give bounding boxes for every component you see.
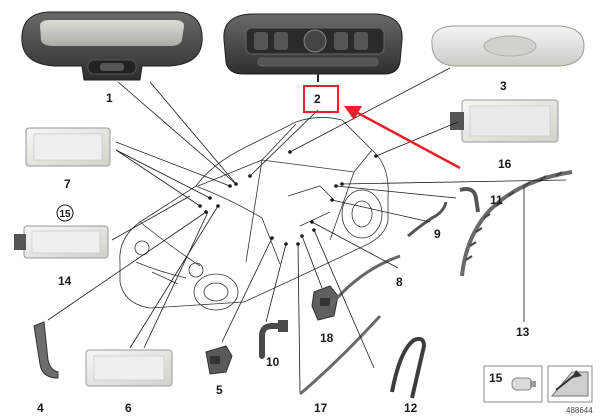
part-11-cable [459,187,480,213]
callout-5: 5 [216,383,223,397]
callout-2: 2 [314,92,321,106]
page-corner-icon [547,365,593,403]
part-2-roof-switch-panel [223,13,403,82]
callout-3: 3 [500,79,507,93]
highlight-box [303,85,339,113]
part-5-connector [205,345,233,375]
callout-7: 7 [64,177,71,191]
highlight-arrow-head [344,106,362,120]
part-8-light-fiber [328,254,401,307]
part-15-bulb-box: 15 [483,365,543,403]
callout-11: 11 [490,193,503,207]
callout-9: 9 [434,227,441,241]
part-10-cable [259,320,288,359]
callout-1: 1 [106,91,113,105]
callout-10: 10 [266,355,280,369]
part-6-footwell-lamp [85,349,173,387]
part-7-courtesy-lamp [25,127,111,167]
callout-13: 13 [516,325,530,339]
part-14-luggage-lamp [14,225,109,259]
part-17-light-guide [299,314,382,396]
callout-17: 17 [314,401,328,415]
callout-14: 14 [58,274,72,288]
car-outline [119,117,389,311]
callout-12: 12 [404,401,418,415]
callout-4: 4 [37,401,44,415]
part-4-light-guide [33,321,59,379]
callout-8: 8 [396,275,403,289]
callout-6: 6 [125,401,132,415]
part-18-connector [311,285,339,321]
callout-labels: 1 2 3 4 5 6 7 8 9 10 11 12 13 14 15 16 1… [37,79,530,415]
callout-18: 18 [320,331,334,345]
part-1-front-interior-light [21,11,203,81]
part-16-interior-lamp [450,99,559,143]
callout-16: 16 [498,157,512,171]
highlight-arrow-shaft [355,110,461,170]
svg-text:15: 15 [59,209,71,220]
document-id: 488644 [566,406,593,415]
part-9-cable [407,201,448,238]
leader-lines [47,67,567,393]
part-13-light-strip [460,170,573,277]
highlight-callout-2 [303,85,461,170]
part-12-cable [390,336,427,399]
callout-15-box: 15 [489,371,503,385]
bulb-icon [511,377,533,391]
callout-15-circled: 15 [56,204,74,222]
part-3-lamp-cover [431,25,585,67]
